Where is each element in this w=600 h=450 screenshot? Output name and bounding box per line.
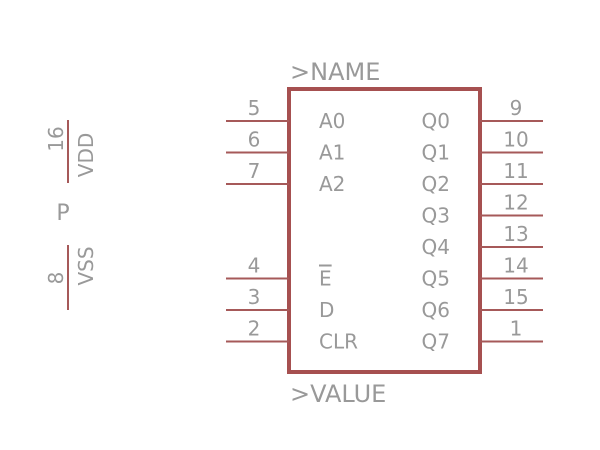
pin-number-q6: 15 bbox=[503, 285, 528, 309]
vdd-pin-number: 16 bbox=[44, 126, 68, 151]
pin-number-q1: 10 bbox=[503, 128, 528, 152]
pin-name-q3: Q3 bbox=[422, 204, 450, 228]
pin-name-q4: Q4 bbox=[422, 235, 450, 259]
pin-name-q6: Q6 bbox=[422, 298, 450, 322]
pin-number-a0: 5 bbox=[248, 96, 261, 120]
pin-number-a2: 7 bbox=[248, 159, 261, 183]
pin-number-q3: 12 bbox=[503, 191, 528, 215]
pin-name-a1: A1 bbox=[319, 141, 345, 165]
component-name-label: >NAME bbox=[290, 58, 380, 86]
pin-name-clr: CLR bbox=[319, 330, 358, 354]
pin-number-q0: 9 bbox=[510, 96, 523, 120]
pin-name-a0: A0 bbox=[319, 109, 345, 133]
pin-name-a2: A2 bbox=[319, 172, 345, 196]
pin-number-clr: 2 bbox=[248, 317, 261, 341]
pin-name-q0: Q0 bbox=[422, 109, 450, 133]
vss-pin-number: 8 bbox=[44, 272, 68, 285]
component-value-label: >VALUE bbox=[290, 380, 386, 408]
pin-name-e: E bbox=[319, 267, 332, 291]
pin-number-e: 4 bbox=[248, 254, 261, 278]
pin-name-q7: Q7 bbox=[422, 330, 450, 354]
pin-number-q4: 13 bbox=[503, 222, 528, 246]
pin-number-q2: 11 bbox=[503, 159, 528, 183]
power-symbol: 16 VDD P 8 VSS bbox=[44, 120, 98, 310]
pin-number-q7: 1 bbox=[510, 317, 523, 341]
pin-name-q5: Q5 bbox=[422, 267, 450, 291]
pin-number-q5: 14 bbox=[503, 254, 528, 278]
chip-body bbox=[287, 87, 482, 374]
pin-name-d: D bbox=[319, 298, 334, 322]
vss-pin-name: VSS bbox=[74, 246, 98, 285]
vdd-pin-name: VDD bbox=[74, 133, 98, 177]
pin-name-q2: Q2 bbox=[422, 172, 450, 196]
pin-number-d: 3 bbox=[248, 285, 261, 309]
power-part-label: P bbox=[56, 201, 69, 226]
pin-number-a1: 6 bbox=[248, 128, 261, 152]
pin-name-q1: Q1 bbox=[422, 141, 450, 165]
